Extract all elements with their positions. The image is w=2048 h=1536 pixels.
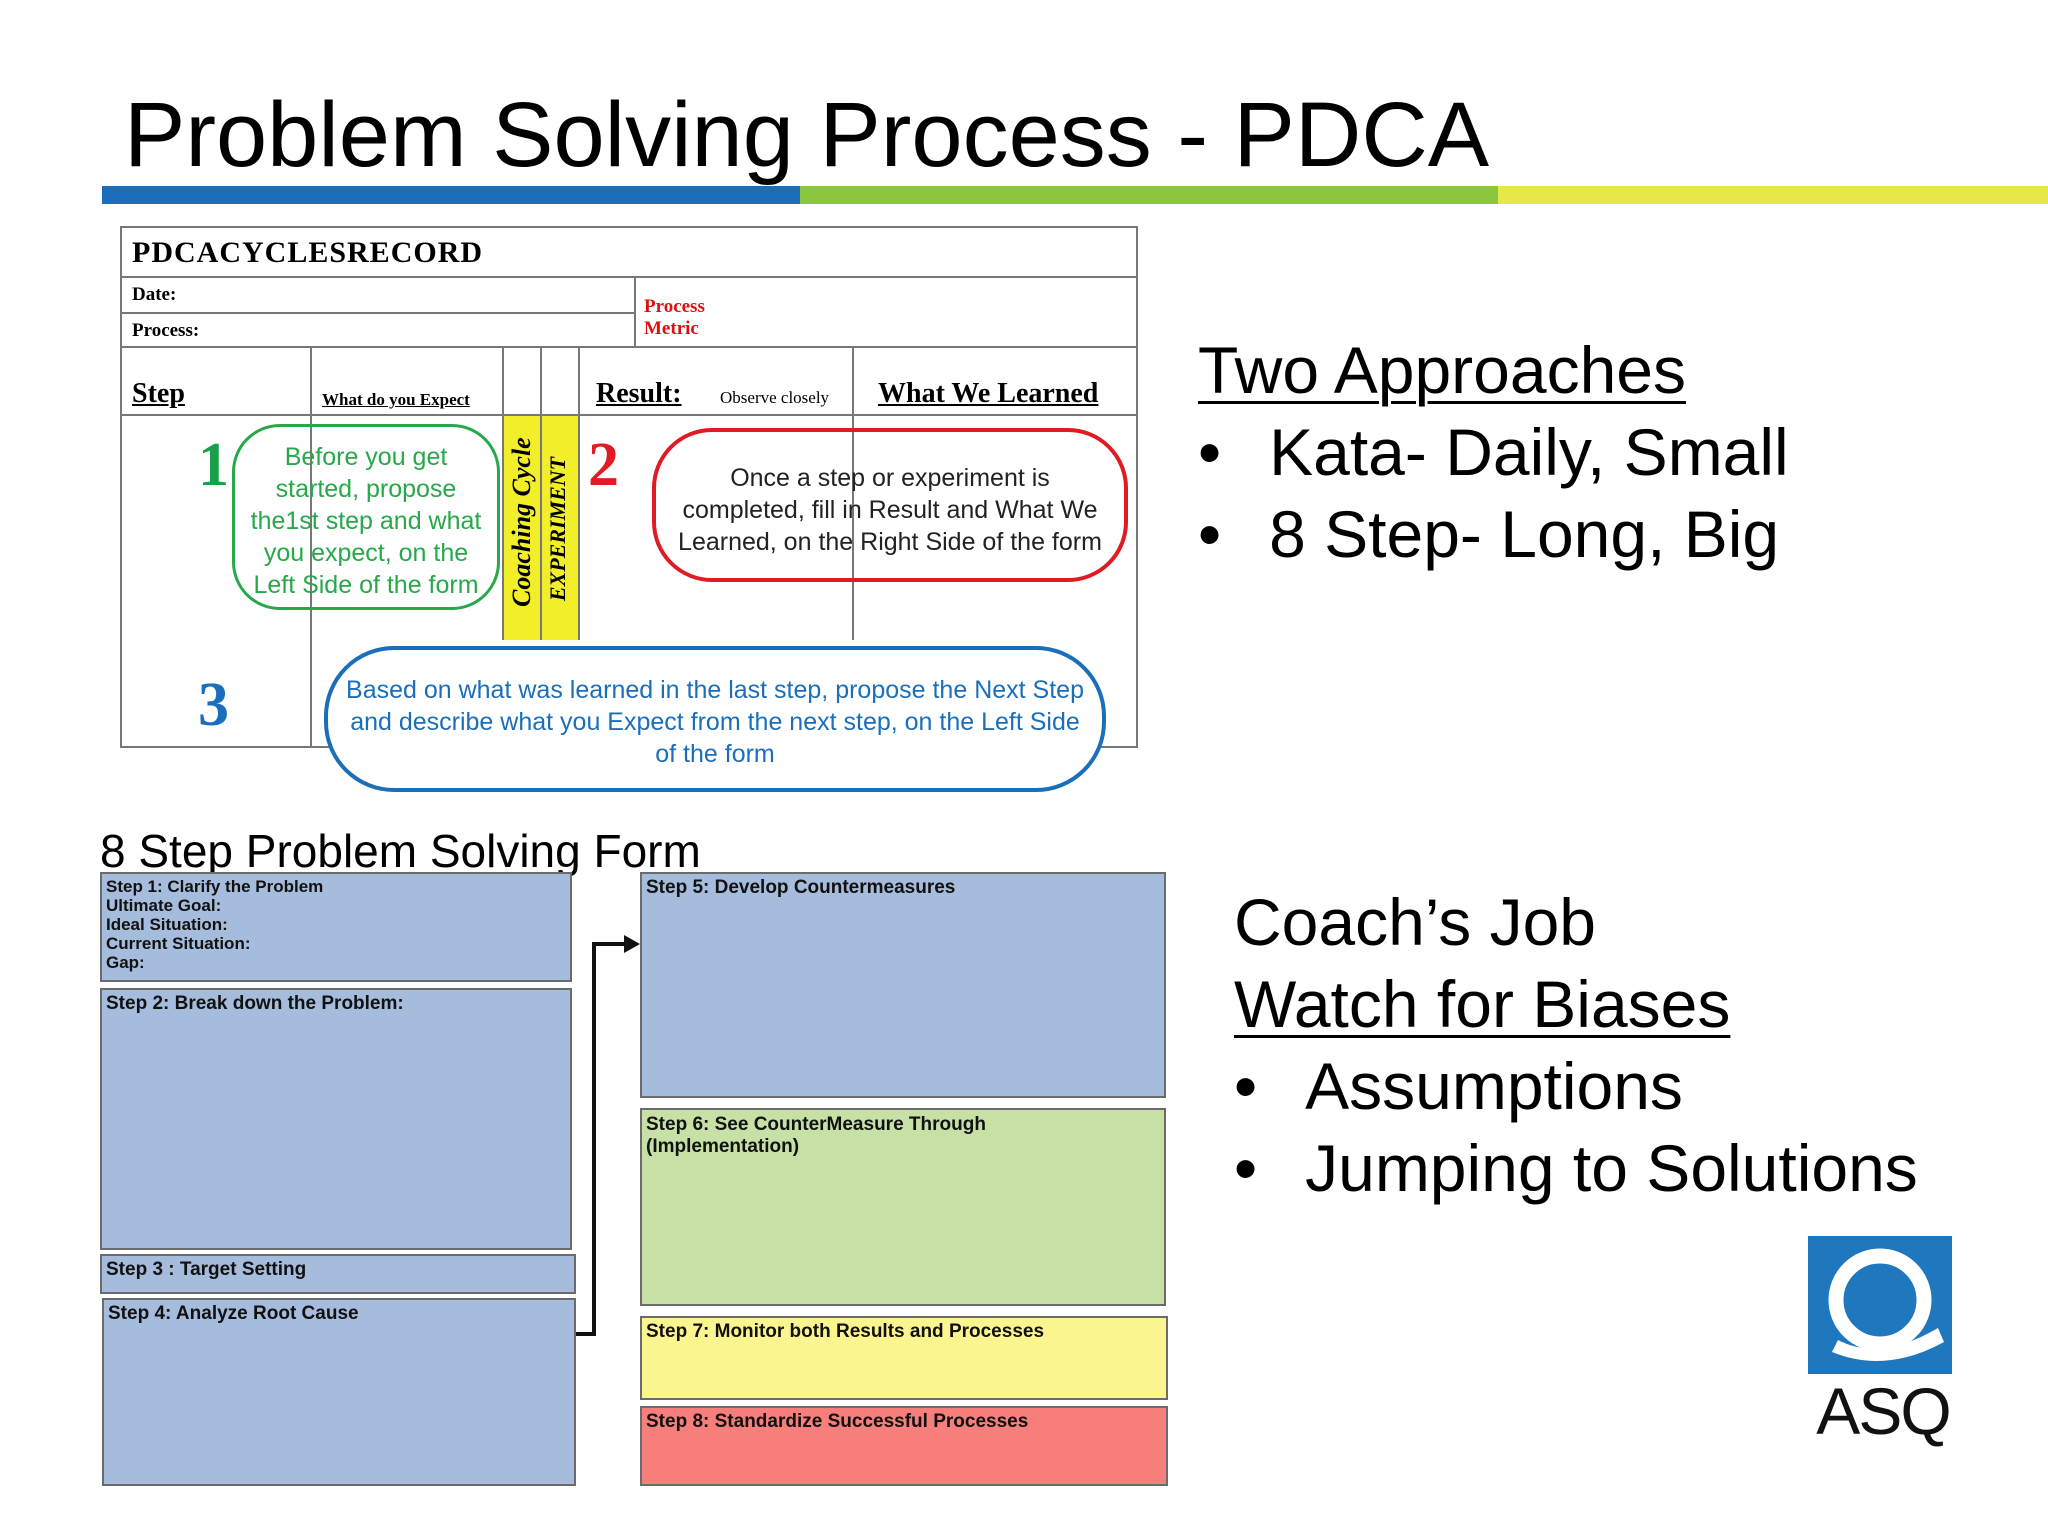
col-learned: What We Learned <box>878 378 1099 409</box>
col-step: Step <box>132 378 185 409</box>
connector-arrow <box>576 935 640 1336</box>
asq-logo <box>1808 1236 1952 1374</box>
coaching-cycle-label: Coaching Cycle <box>507 437 536 607</box>
form-step-3: Step 3 : Target Setting <box>100 1254 576 1294</box>
bubble-step-3: Based on what was learned in the last st… <box>324 646 1106 792</box>
form-step-1: Step 1: Clarify the Problem Ultimate Goa… <box>100 872 572 982</box>
bubble-step-1: Before you get started, propose the1st s… <box>232 424 500 610</box>
coach-heading: Coach’s Job <box>1234 885 1597 959</box>
experiment-label: EXPERIMENT <box>545 456 570 602</box>
col-observe: Observe closely <box>720 388 830 407</box>
form-step-5: Step 5: Develop Countermeasures <box>640 872 1166 1098</box>
col-expect: What do you Expect <box>322 390 470 409</box>
form-step-8: Step 8: Standardize Successful Processes <box>640 1406 1168 1486</box>
record-heading: PDCACYCLESRECORD <box>132 236 484 269</box>
asq-logo-text: ASQ <box>1816 1374 1951 1448</box>
bubble-step-2: Once a step or experiment is completed, … <box>652 428 1128 582</box>
coach-subheading: Watch for Biases <box>1234 967 1731 1041</box>
approaches-heading: Two Approaches <box>1198 333 1686 407</box>
process-metric-label: Process Metric <box>644 296 705 339</box>
coach-item-2: •Jumping to Solutions <box>1234 1131 1918 1205</box>
form-step-4: Step 4: Analyze Root Cause <box>102 1298 576 1486</box>
form-step-2: Step 2: Break down the Problem: <box>100 988 572 1250</box>
form-title: 8 Step Problem Solving Form <box>100 825 701 877</box>
approach-item-2: •8 Step- Long, Big <box>1198 497 1780 571</box>
step-number-3: 3 <box>198 671 229 739</box>
form-step-6: Step 6: See CounterMeasure Through (Impl… <box>640 1108 1166 1306</box>
form-step-7: Step 7: Monitor both Results and Process… <box>640 1316 1168 1400</box>
step-number-1: 1 <box>198 431 229 499</box>
title-accent-bar <box>102 186 2048 204</box>
approach-item-1: •Kata- Daily, Small <box>1198 415 1789 489</box>
asq-q-icon <box>1828 1248 1944 1361</box>
date-label: Date: <box>132 284 177 305</box>
coach-item-1: •Assumptions <box>1234 1049 1683 1123</box>
slide-title: Problem Solving Process - PDCA <box>124 84 1490 186</box>
step-number-2: 2 <box>588 431 619 499</box>
col-result: Result: <box>596 378 682 409</box>
process-label: Process: <box>132 320 200 341</box>
